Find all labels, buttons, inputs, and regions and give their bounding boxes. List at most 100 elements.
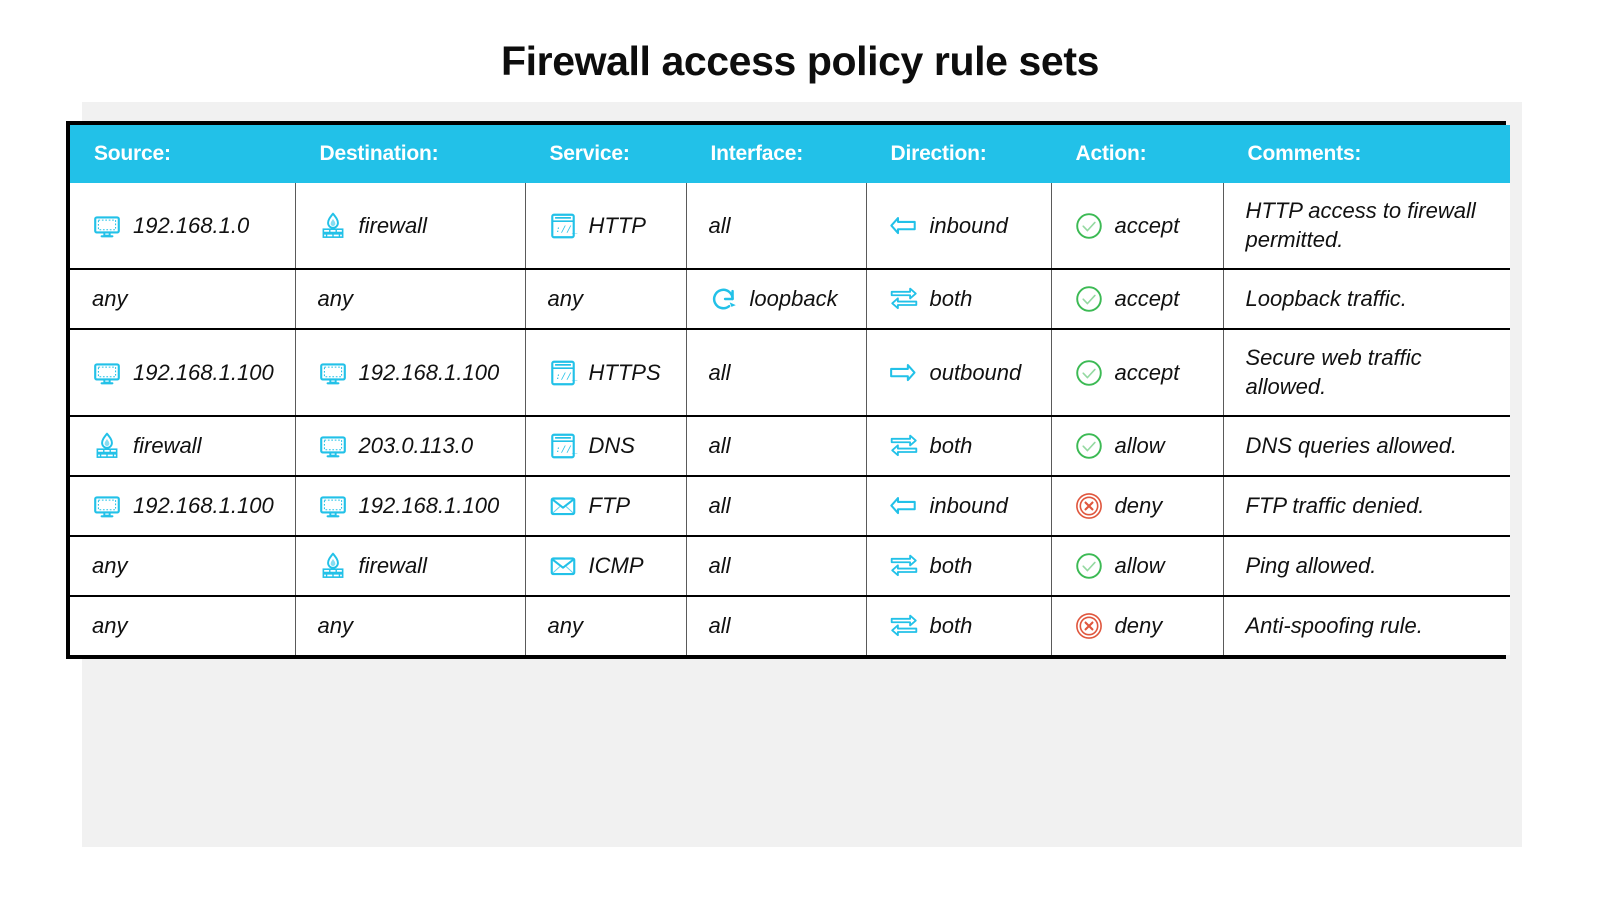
browser-window-icon: ://_ [548,431,578,461]
cell-action-content: deny [1074,491,1213,521]
cell-service-content: FTP [548,491,676,521]
cell-action: allow [1051,415,1224,477]
direction-label: outbound [929,359,1022,385]
svg-text:://_: ://_ [555,372,577,382]
table-row[interactable]: any any any all both deny Anti-spoofing rule. [70,595,1510,656]
cell-interface-content: all [709,432,856,460]
interface-label: all [708,433,731,459]
check-circle-icon [1074,431,1104,461]
cell-interface-content: all [709,492,856,520]
cell-interface-content: loopback [709,284,856,314]
cell-service-content: ://_ DNS [548,431,676,461]
source-label: 192.168.1.100 [133,359,274,385]
action-label: accept [1114,359,1180,385]
table-row[interactable]: firewall 203.0.113.0 ://_ DNS all both allow DN… [70,415,1510,477]
cell-direction: both [866,595,1052,656]
cell-source: any [70,595,296,656]
cell-service: ://_ DNS [525,415,687,477]
comments-text: Anti-spoofing rule. [1245,613,1423,639]
cell-destination-content: 192.168.1.100 [318,358,515,388]
check-circle-icon [1074,551,1104,581]
cell-comments: FTP traffic denied. [1223,475,1510,537]
check-circle-icon [1074,358,1104,388]
cell-direction-content: both [889,431,1041,461]
column-header-direction: Direction: [866,125,1052,183]
destination-label: any [317,613,353,639]
direction-label: both [929,553,973,579]
cell-interface: all [686,183,867,270]
cell-interface: all [686,595,867,656]
arrows-bidirectional-icon [889,284,919,314]
service-label: DNS [588,433,635,459]
cell-action-content: allow [1074,551,1213,581]
cell-service: ://_ HTTPS [525,328,687,417]
cell-destination-content: 192.168.1.100 [318,491,515,521]
monitor-icon [318,491,348,521]
cell-source: any [70,535,296,597]
action-label: allow [1114,553,1165,579]
cell-direction: both [866,415,1052,477]
direction-label: both [929,286,973,312]
comments-text: Loopback traffic. [1245,285,1407,311]
service-label: any [547,613,583,639]
table-header: Source: Destination: Service: Interface:… [70,125,1510,183]
action-label: accept [1114,212,1180,238]
service-label: ICMP [588,553,644,579]
cell-source: 192.168.1.100 [70,475,296,537]
cell-destination: firewall [295,535,526,597]
firewall-rules-table: Source: Destination: Service: Interface:… [70,125,1510,656]
destination-label: 192.168.1.100 [358,493,500,519]
interface-label: all [708,553,731,579]
source-label: any [92,613,128,639]
firewall-icon [318,551,348,581]
source-label: any [92,553,128,579]
destination-label: 192.168.1.100 [358,359,500,385]
direction-label: inbound [929,212,1008,238]
interface-label: all [708,212,731,238]
check-circle-icon [1074,211,1104,241]
cell-comments: Anti-spoofing rule. [1223,595,1510,656]
envelope-icon [548,551,578,581]
cell-destination: 192.168.1.100 [295,328,526,417]
cell-service-content: ://_HTTP [548,211,676,241]
cell-service: any [525,595,687,656]
monitor-icon [318,431,348,461]
cell-destination-content: any [318,612,515,640]
cell-destination: firewall [295,183,526,270]
arrows-bidirectional-icon [889,431,919,461]
svg-text:://_: ://_ [555,445,577,455]
cell-action: deny [1051,595,1224,656]
service-label: HTTPS [588,359,661,385]
cell-source-content: 192.168.1.100 [92,358,285,388]
arrows-bidirectional-icon [889,611,919,641]
column-header-destination: Destination: [295,125,526,183]
cell-interface: all [686,535,867,597]
cell-action-content: allow [1074,431,1213,461]
browser-window-icon: ://_ [548,211,578,241]
cell-service-content: ICMP [548,551,676,581]
cell-action: accept [1051,268,1224,330]
cell-action-content: accept [1074,211,1213,241]
cell-source-content: firewall [92,431,285,461]
monitor-icon [92,358,122,388]
direction-label: both [929,433,973,459]
cell-service-content: any [548,285,676,313]
cell-interface-content: all [709,612,856,640]
action-label: accept [1114,286,1180,312]
interface-label: all [708,613,731,639]
cell-direction-content: outbound [889,358,1041,388]
action-label: deny [1114,613,1163,639]
cell-action: accept [1051,183,1224,270]
cell-destination: 203.0.113.0 [295,415,526,477]
destination-label: firewall [358,553,427,579]
action-label: allow [1114,433,1165,459]
firewall-icon [92,431,122,461]
envelope-icon [548,491,578,521]
column-header-service: Service: [525,125,687,183]
